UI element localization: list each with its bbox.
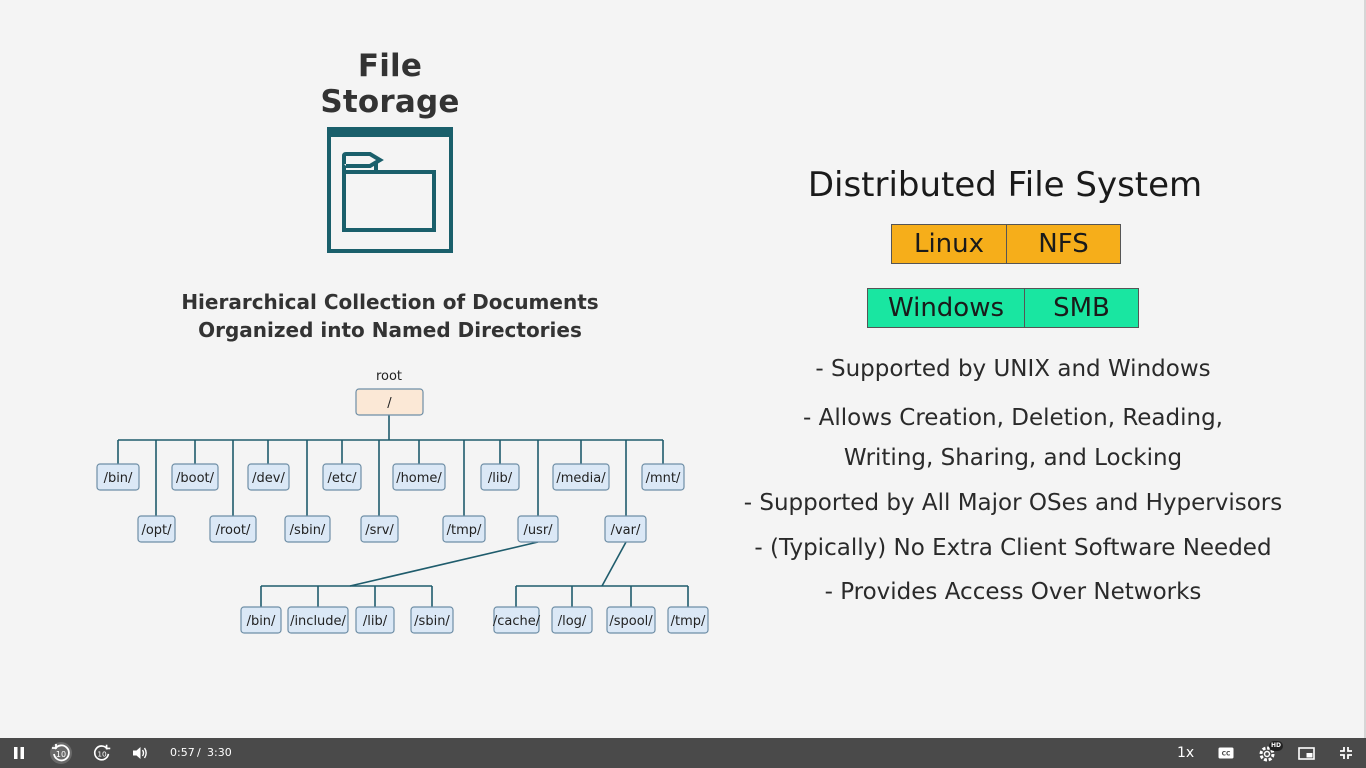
picture-in-picture-icon: [1297, 746, 1315, 760]
node-boot: [171, 463, 219, 491]
node-sbin-label: /sbin/: [290, 523, 326, 538]
node-usr-sbin: [410, 606, 454, 634]
playback-speed-button[interactable]: 1x: [1177, 745, 1195, 761]
bullet-item: - (Typically) No Extra Client Software N…: [754, 535, 1272, 561]
windows-label: Windows: [868, 289, 1025, 327]
node-dev: [247, 463, 290, 491]
exit-fullscreen-icon: [1340, 747, 1352, 759]
root-node-label: /: [387, 396, 392, 411]
node-var-tmp: [667, 606, 709, 634]
captions-button[interactable]: CC: [1214, 738, 1238, 768]
node-var-cache-label: /cache/: [493, 614, 541, 629]
node-var-cache: [493, 606, 540, 634]
exit-fullscreen-button[interactable]: [1334, 738, 1358, 768]
root-node: [355, 388, 424, 416]
node-lib: [480, 463, 520, 491]
rewind-10-button[interactable]: 10: [46, 738, 76, 768]
node-tmp: [442, 515, 486, 543]
svg-text:10: 10: [97, 750, 107, 759]
volume-icon: [133, 747, 147, 759]
node-usr-label: /usr/: [523, 523, 553, 538]
node-opt: [137, 515, 176, 543]
description-line-2: Organized into Named Directories: [198, 318, 582, 342]
node-lib-label: /lib/: [488, 471, 513, 486]
rewind-10-icon: 10: [50, 742, 72, 764]
smb-label: SMB: [1053, 293, 1110, 323]
directory-tree-diagram: root / /bin/ /boot/ /dev/ /etc/ /home/ /…: [96, 369, 709, 634]
linux-nfs-row: Linux NFS: [891, 224, 1121, 264]
node-root: [209, 515, 257, 543]
node-dev-label: /dev/: [252, 471, 285, 486]
node-var-spool-label: /spool/: [609, 614, 653, 629]
node-tmp-label: /tmp/: [447, 523, 482, 538]
node-var-tmp-label: /tmp/: [671, 614, 706, 629]
node-sbin: [284, 515, 331, 543]
node-var-spool: [606, 606, 656, 634]
captions-icon: CC: [1218, 747, 1234, 759]
node-home-label: /home/: [396, 471, 442, 486]
bullet-item: - Supported by All Major OSes and Hyperv…: [743, 490, 1283, 516]
node-etc-label: /etc/: [327, 471, 357, 486]
node-usr: [517, 515, 559, 543]
node-srv: [360, 515, 399, 543]
node-usr-sbin-label: /sbin/: [414, 614, 450, 629]
node-etc: [322, 463, 362, 491]
node-mnt: [641, 463, 685, 491]
svg-text:10: 10: [56, 750, 66, 759]
forward-10-icon: 10: [93, 744, 111, 761]
picture-in-picture-button[interactable]: [1294, 738, 1318, 768]
node-usr-include-label: /include/: [290, 614, 346, 629]
node-usr-bin-label: /bin/: [247, 614, 276, 629]
nfs-label: NFS: [1038, 229, 1089, 259]
volume-button[interactable]: [128, 738, 152, 768]
node-usr-lib-label: /lib/: [363, 614, 388, 629]
pause-button[interactable]: [6, 738, 32, 768]
node-var-log: [551, 606, 593, 634]
node-var: [604, 515, 647, 543]
slide-edge: [1364, 0, 1366, 738]
file-storage-title: File Storage: [320, 48, 460, 120]
windows-smb-row: Windows SMB: [867, 288, 1139, 328]
current-time: 0:57: [170, 746, 195, 759]
node-mnt-label: /mnt/: [646, 471, 681, 486]
settings-button[interactable]: HD: [1254, 738, 1284, 768]
node-media-label: /media/: [556, 471, 606, 486]
time-separator: /: [197, 746, 201, 759]
description-line-1: Hierarchical Collection of Documents: [181, 290, 599, 314]
slide: File Storage Hierarchical Collection of …: [96, 0, 1366, 738]
node-root-label: /root/: [216, 523, 251, 538]
bullet-item: - Supported by UNIX and Windows: [815, 356, 1211, 382]
node-var-label: /var/: [611, 523, 641, 538]
distributed-file-system-title: Distributed File System: [807, 165, 1203, 205]
node-home: [392, 463, 446, 491]
settings-icon: [1259, 746, 1275, 762]
node-usr-bin: [240, 606, 282, 634]
node-media: [552, 463, 610, 491]
forward-10-button[interactable]: 10: [88, 738, 116, 768]
duration: 3:30: [207, 746, 232, 759]
svg-text:CC: CC: [1222, 751, 1231, 758]
node-usr-lib: [355, 606, 395, 634]
node-boot-label: /boot/: [176, 471, 215, 486]
linux-label: Linux: [892, 225, 1007, 263]
tree-connectors: [117, 415, 689, 607]
pause-icon: [14, 747, 24, 759]
bullet-item: - Allows Creation, Deletion, Reading,: [803, 405, 1223, 431]
node-opt-label: /opt/: [141, 523, 172, 538]
folder-window-icon: [327, 127, 453, 253]
node-srv-label: /srv/: [365, 523, 394, 538]
bullet-item-continuation: Writing, Sharing, and Locking: [843, 445, 1183, 471]
node-bin: [96, 463, 140, 491]
node-usr-include: [287, 606, 349, 634]
node-var-log-label: /log/: [558, 614, 587, 629]
node-bin-label: /bin/: [104, 471, 133, 486]
bullet-item: - Provides Access Over Networks: [824, 579, 1202, 605]
root-caption: root: [376, 369, 402, 384]
video-player-controls: 10 10 0:57 / 3:30 1x CC HD: [0, 738, 1366, 768]
file-storage-description: Hierarchical Collection of Documents Org…: [140, 288, 640, 344]
hd-badge: HD: [1269, 741, 1284, 751]
